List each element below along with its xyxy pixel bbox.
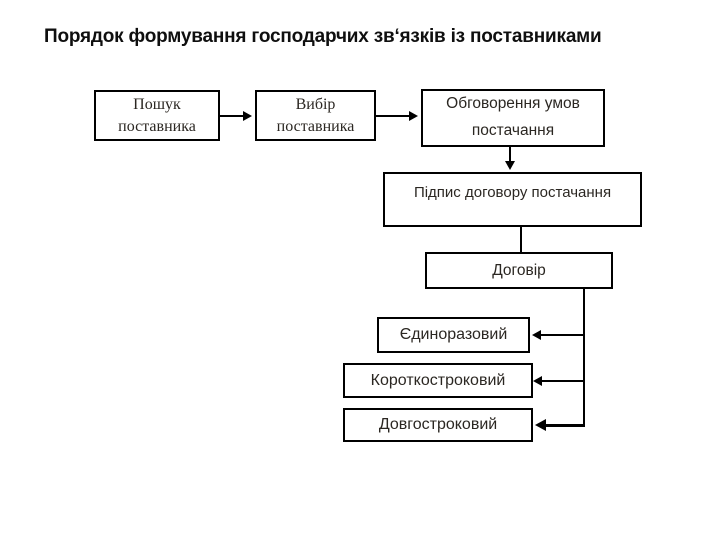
contract-type-box-long-term: Довгостроковий: [343, 408, 533, 442]
connector-trunk-to-onetime: [540, 334, 584, 336]
step-box-sign-contract: Підпис договору постачання: [383, 172, 642, 227]
step-box-discuss-terms: Обговорення умов постачання: [421, 89, 605, 147]
connector-contract-trunk: [583, 287, 585, 426]
contract-type-long-term-label: Довгостроковий: [378, 416, 498, 433]
arrowhead-right-icon: [243, 111, 252, 121]
step-box-select-supplier: Вибір поставника: [255, 90, 376, 141]
step-discuss-line2: постачання: [471, 122, 555, 139]
step-search-line1: Пошук: [133, 95, 181, 113]
contract-type-box-onetime: Єдиноразовий: [377, 317, 530, 353]
contract-label: Договір: [492, 261, 546, 279]
connector-search-to-select: [220, 115, 244, 117]
connector-sign-to-contract: [520, 227, 522, 252]
connector-trunk-to-short-term: [541, 380, 584, 382]
contract-type-onetime-label: Єдиноразовий: [399, 326, 508, 343]
step-search-line2: поставника: [118, 117, 196, 135]
arrowhead-left-icon: [535, 419, 546, 431]
step-box-contract: Договір: [425, 252, 613, 289]
step-box-search-supplier: Пошук поставника: [94, 90, 220, 141]
arrowhead-right-icon: [409, 111, 418, 121]
connector-trunk-to-long-term: [545, 424, 585, 427]
slide-title: Порядок формування господарчих зв‘язків …: [44, 26, 602, 47]
arrowhead-left-icon: [532, 330, 541, 340]
connector-discuss-to-sign: [509, 146, 511, 162]
connector-select-to-discuss: [376, 115, 410, 117]
step-sign-label: Підпис договору постачання: [413, 184, 612, 201]
contract-type-box-short-term: Короткостроковий: [343, 363, 533, 398]
arrowhead-down-icon: [505, 161, 515, 170]
step-select-line2: поставника: [276, 117, 355, 135]
step-discuss-line1: Обговорення умов: [446, 95, 580, 112]
step-select-line1: Вибір: [295, 95, 336, 113]
contract-type-short-term-label: Короткостроковий: [370, 371, 506, 389]
arrowhead-left-icon: [533, 376, 542, 386]
